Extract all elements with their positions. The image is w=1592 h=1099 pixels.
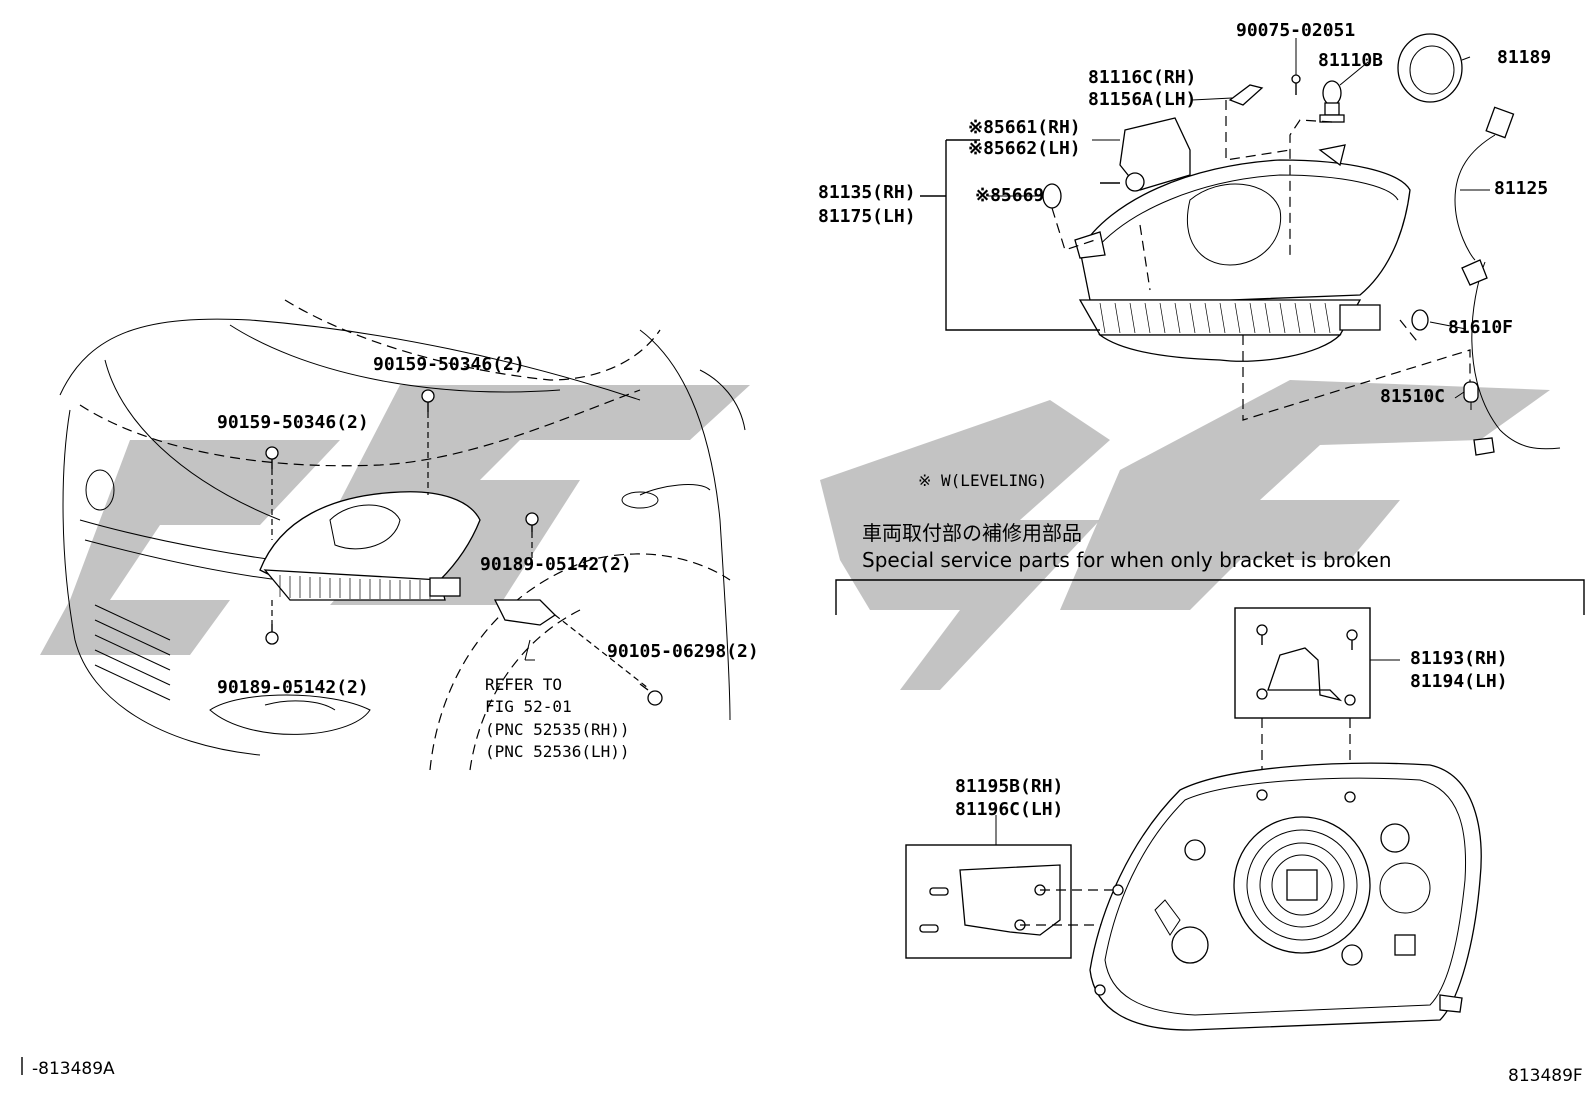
bracket-part (493, 599, 557, 626)
part-number-label: 81194(LH) (1410, 671, 1508, 692)
bolt-icon (639, 683, 663, 706)
clip-icon (525, 512, 539, 532)
part-number-label: 90159-50346(2) (373, 354, 525, 375)
part-number-label: 81510C (1380, 386, 1445, 407)
figure-code-left: -813489A (32, 1059, 115, 1079)
bracket-box-81195 (905, 844, 1072, 959)
bracket-box-81193 (1234, 607, 1371, 719)
bulb-icon (1319, 80, 1345, 123)
part-number-label: 90105-06298(2) (607, 641, 759, 662)
headlamp-rear-view (1089, 762, 1482, 1031)
o-ring-part (1042, 183, 1062, 209)
service-parts-title-jp: 車両取付部の補修用部品 (862, 521, 1082, 545)
bracket-part-81195 (919, 864, 1061, 936)
part-number-label: 81193(RH) (1410, 648, 1508, 669)
reference-note: REFER TO (485, 675, 562, 694)
part-number-label: 81135(RH) (818, 182, 916, 203)
part-number-label: ※85669 (975, 185, 1044, 206)
part-number-label: 90075-02051 (1236, 20, 1355, 41)
service-parts-title-en: Special service parts for when only brac… (862, 548, 1392, 572)
socket-part (1411, 309, 1429, 331)
part-number-label: 81110B (1318, 50, 1383, 71)
screw-icon (265, 446, 279, 469)
screw-icon (421, 389, 435, 412)
leveling-note: ※ W(LEVELING) (918, 471, 1047, 490)
part-number-label: ※85661(RH) (968, 117, 1081, 138)
reference-note: FIG 52-01 (485, 697, 572, 716)
part-number-label: 90189-05142(2) (217, 677, 369, 698)
part-number-label: 81189 (1497, 47, 1551, 68)
part-number-label: 90189-05142(2) (480, 554, 632, 575)
part-number-label: 81196C(LH) (955, 799, 1063, 820)
wire-harness-part (1454, 106, 1561, 456)
leveling-motor-part (1100, 117, 1191, 192)
headlamp-assembly (1074, 144, 1411, 362)
socket-part (1228, 84, 1264, 106)
reference-note: (PNC 52536(LH)) (485, 742, 630, 761)
part-number-label: 81156A(LH) (1088, 89, 1196, 110)
clip-icon (265, 624, 279, 645)
headlamp-mounted (259, 491, 481, 601)
part-number-label: 90159-50346(2) (217, 412, 369, 433)
part-number-label: 81610F (1448, 317, 1513, 338)
part-number-label: 81195B(RH) (955, 776, 1063, 797)
bracket-part-81193 (1256, 624, 1358, 706)
part-number-label: 81116C(RH) (1088, 67, 1196, 88)
part-number-label: 81125 (1494, 178, 1548, 199)
screw-icon (1291, 74, 1301, 95)
part-labels: 90075-02051 81116C(RH) 81156A(LH) 81110B… (21, 20, 1583, 1086)
figure-code-right: 813489F (1508, 1066, 1583, 1086)
dust-cap-part (1397, 33, 1463, 103)
reference-note: (PNC 52535(RH)) (485, 720, 630, 739)
part-number-label: ※85662(LH) (968, 138, 1081, 159)
part-number-label: 81175(LH) (818, 206, 916, 227)
